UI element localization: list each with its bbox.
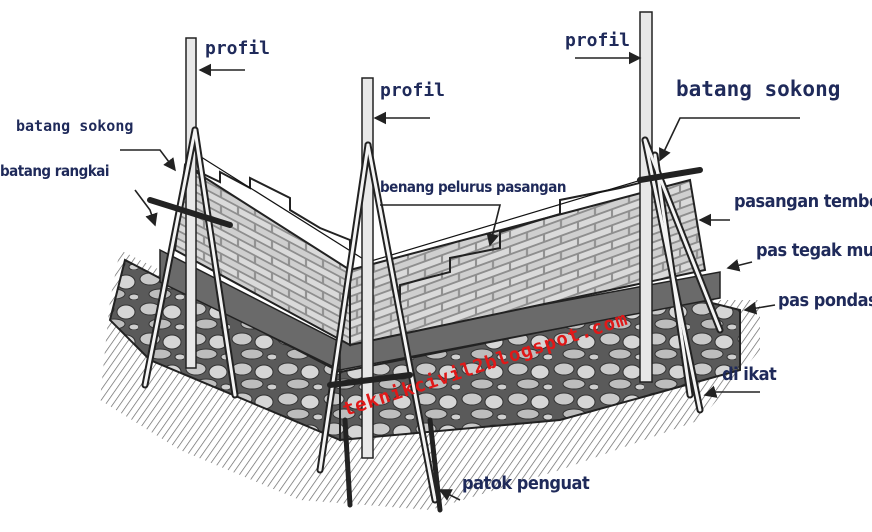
string-line-right — [367, 177, 649, 263]
label-profil-middle: profil — [380, 80, 446, 101]
label-pas-pondasi: pas pondasi — [778, 290, 872, 311]
leader-lines — [120, 51, 800, 501]
label-batang-sokong-left: batang sokong — [16, 117, 134, 135]
label-profil-left: profil — [205, 38, 271, 59]
profile-post-left — [185, 37, 197, 369]
label-pas-tegak-muka: pas tegak muka — [756, 240, 872, 261]
label-batang-rangkai: batang rangkai — [0, 162, 110, 180]
support-struts-inner — [143, 128, 722, 502]
profile-posts — [185, 11, 653, 459]
wall-top-step-left — [194, 169, 351, 270]
label-patok-penguat: patok penguat — [462, 473, 590, 494]
profile-post-middle — [361, 77, 374, 459]
string-line-left — [189, 149, 369, 263]
stakes — [342, 417, 443, 513]
label-di-ikat: di ikat — [722, 364, 777, 385]
label-benang-pelurus: benang pelurus pasangan — [380, 178, 566, 196]
label-profil-right: profil — [565, 30, 631, 51]
label-batang-sokong-right: batang sokong — [676, 77, 841, 101]
profile-post-right — [639, 11, 653, 383]
face-course-right — [339, 271, 721, 371]
tie-bars — [147, 167, 703, 388]
wall-top-step-right — [399, 169, 691, 300]
label-pasangan-tembok: pasangan tembok — [734, 191, 872, 212]
brick-wall-right — [349, 178, 707, 347]
